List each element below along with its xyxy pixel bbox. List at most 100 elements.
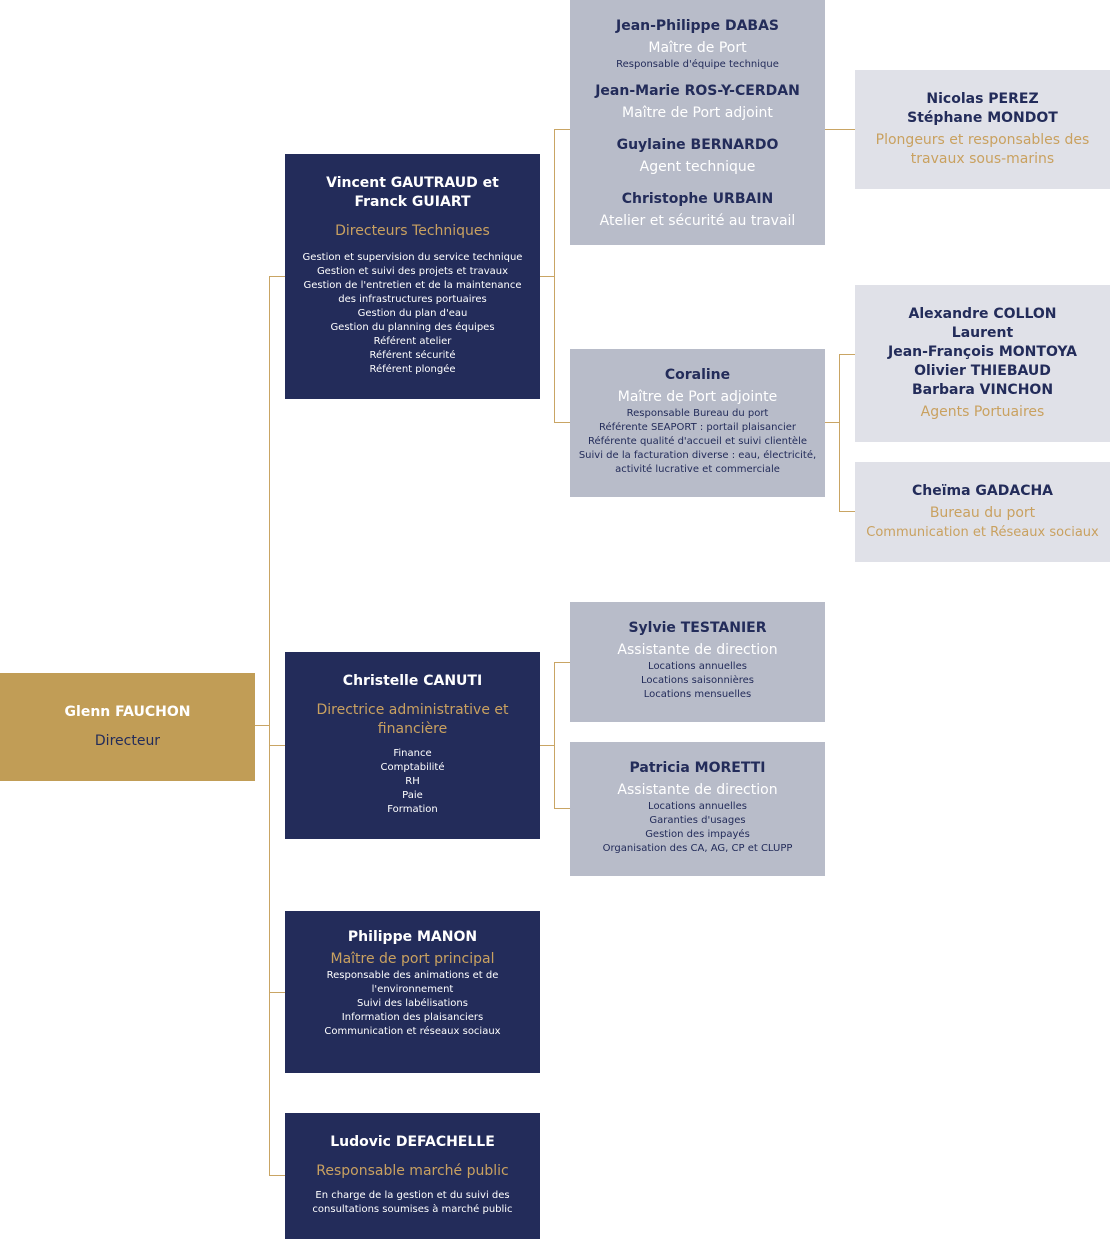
duty-item: Référent atelier: [373, 336, 452, 347]
duty-item: Comptabilité: [380, 762, 445, 773]
divers-box: Nicolas PEREZ Stéphane MONDOT Plongeurs …: [855, 70, 1110, 189]
person-role: Maître de Port adjoint: [622, 105, 773, 121]
divers-role: travaux sous-marins: [910, 151, 1055, 167]
connector-line: [269, 745, 285, 746]
connector-line: [554, 808, 570, 809]
duty-item: RH: [405, 776, 420, 787]
manon-box: Philippe MANON Maître de port principal …: [285, 911, 540, 1073]
duty-item: Référente SEAPORT : portail plaisancier: [598, 422, 797, 433]
person-name: Jean-Marie ROS-Y-CERDAN: [595, 83, 800, 99]
divers-name: Nicolas PEREZ: [926, 91, 1039, 107]
tech-directors-name: Franck GUIART: [354, 194, 471, 210]
duty-item: Locations saisonnières: [641, 675, 754, 686]
divers-role: Plongeurs et responsables des: [875, 132, 1090, 148]
agent-name: Olivier THIEBAUD: [914, 363, 1051, 379]
manon-name: Philippe MANON: [347, 929, 478, 945]
person-note: Responsable d'équipe technique: [616, 59, 779, 70]
duty-item: Suivi de la facturation diverse : eau, é…: [578, 450, 817, 461]
director-name: Glenn FAUCHON: [64, 704, 191, 720]
connector-line: [540, 745, 555, 746]
connector-line: [269, 1175, 285, 1176]
gadacha-box: Cheïma GADACHA Bureau du port Communicat…: [855, 462, 1110, 562]
duty-item: Gestion et suivi des projets et travaux: [316, 266, 509, 277]
moretti-name: Patricia MORETTI: [629, 760, 766, 776]
person-name: Christophe URBAIN: [621, 191, 774, 207]
duty-item: Gestion du planning des équipes: [330, 322, 495, 333]
agent-name: Jean-François MONTOYA: [888, 344, 1077, 360]
gadacha-note: Communication et Réseaux sociaux: [866, 525, 1099, 540]
connector-line: [839, 511, 855, 512]
agent-name: Laurent: [951, 325, 1014, 341]
coraline-role: Maître de Port adjointe: [617, 389, 778, 405]
defachelle-name: Ludovic DEFACHELLE: [330, 1134, 495, 1150]
moretti-role: Assistante de direction: [617, 782, 778, 798]
duty-item: consultations soumises à marché public: [312, 1204, 513, 1215]
defachelle-duties: En charge de la gestion et du suivi des …: [285, 1189, 540, 1217]
port-team-box: Jean-Philippe DABAS Maître de Port Respo…: [570, 0, 825, 245]
duty-item: Locations annuelles: [648, 801, 747, 812]
duty-item: Formation: [387, 804, 438, 815]
duty-item: Garanties d'usages: [649, 815, 746, 826]
testanier-box: Sylvie TESTANIER Assistante de direction…: [570, 602, 825, 722]
testanier-role: Assistante de direction: [617, 642, 778, 658]
moretti-box: Patricia MORETTI Assistante de direction…: [570, 742, 825, 876]
coraline-name: Coraline: [664, 367, 731, 383]
agents-role: Agents Portuaires: [920, 404, 1045, 420]
connector-line: [839, 354, 855, 355]
connector-line: [554, 129, 555, 423]
agent-name: Alexandre COLLON: [908, 306, 1057, 322]
tech-directors-name: Vincent GAUTRAUD et: [326, 175, 499, 191]
duty-item: Finance: [393, 748, 432, 759]
admin-director-role: Directrice administrative et: [316, 702, 509, 718]
connector-line: [554, 129, 570, 130]
duty-item: Locations mensuelles: [643, 689, 752, 700]
defachelle-role: Responsable marché public: [316, 1163, 509, 1179]
admin-director-name: Christelle CANUTI: [342, 673, 483, 689]
connector-line: [269, 276, 270, 1176]
coraline-box: Coraline Maître de Port adjointe Respons…: [570, 349, 825, 497]
connector-line: [269, 992, 285, 993]
duty-item: Référent sécurité: [369, 350, 456, 361]
director-role: Directeur: [94, 733, 161, 749]
connector-line: [255, 725, 270, 726]
duty-item: Organisation des CA, AG, CP et CLUPP: [602, 843, 793, 854]
duty-item: Gestion du plan d'eau: [357, 308, 468, 319]
duty-item: En charge de la gestion et du suivi des: [315, 1190, 510, 1201]
manon-role: Maître de port principal: [330, 951, 495, 967]
agents-box: Alexandre COLLON Laurent Jean-François M…: [855, 285, 1110, 442]
connector-line: [554, 662, 555, 809]
duty-item: Référent plongée: [369, 364, 456, 375]
connector-line: [540, 276, 555, 277]
gadacha-role: Bureau du port: [929, 505, 1036, 521]
tech-directors-role: Directeurs Techniques: [335, 223, 490, 239]
testanier-name: Sylvie TESTANIER: [628, 620, 767, 636]
connector-line: [269, 276, 285, 277]
admin-director-box: Christelle CANUTI Directrice administrat…: [285, 652, 540, 839]
divers-name: Stéphane MONDOT: [907, 110, 1058, 126]
duty-item: Paie: [402, 790, 423, 801]
duty-item: Suivi des labélisations: [357, 998, 468, 1009]
duty-item: Gestion et supervision du service techni…: [302, 252, 523, 263]
connector-line: [825, 422, 840, 423]
connector-line: [825, 129, 855, 130]
tech-directors-duties: Gestion et supervision du service techni…: [285, 251, 540, 377]
gadacha-name: Cheïma GADACHA: [911, 483, 1054, 499]
person-role: Atelier et sécurité au travail: [599, 213, 796, 229]
tech-directors-box: Vincent GAUTRAUD et Franck GUIART Direct…: [285, 154, 540, 399]
duty-item: Responsable des animations et de: [326, 970, 499, 981]
connector-line: [554, 662, 570, 663]
defachelle-box: Ludovic DEFACHELLE Responsable marché pu…: [285, 1113, 540, 1239]
person-role: Agent technique: [639, 159, 756, 175]
admin-director-role: financière: [377, 721, 448, 737]
duty-item: Locations annuelles: [648, 661, 747, 672]
person-name: Guylaine BERNARDO: [616, 137, 779, 153]
person-role: Maître de Port: [648, 40, 747, 56]
duty-item: Information des plaisanciers: [341, 1012, 484, 1023]
duty-item: Responsable Bureau du port: [626, 408, 769, 419]
duty-item: Gestion de l'entretien et de la maintena…: [303, 280, 522, 291]
duty-item: Gestion des impayés: [645, 829, 750, 840]
connector-line: [554, 422, 570, 423]
connector-line: [839, 354, 840, 512]
duty-item: l'environnement: [371, 984, 454, 995]
director-box: Glenn FAUCHON Directeur: [0, 673, 255, 781]
